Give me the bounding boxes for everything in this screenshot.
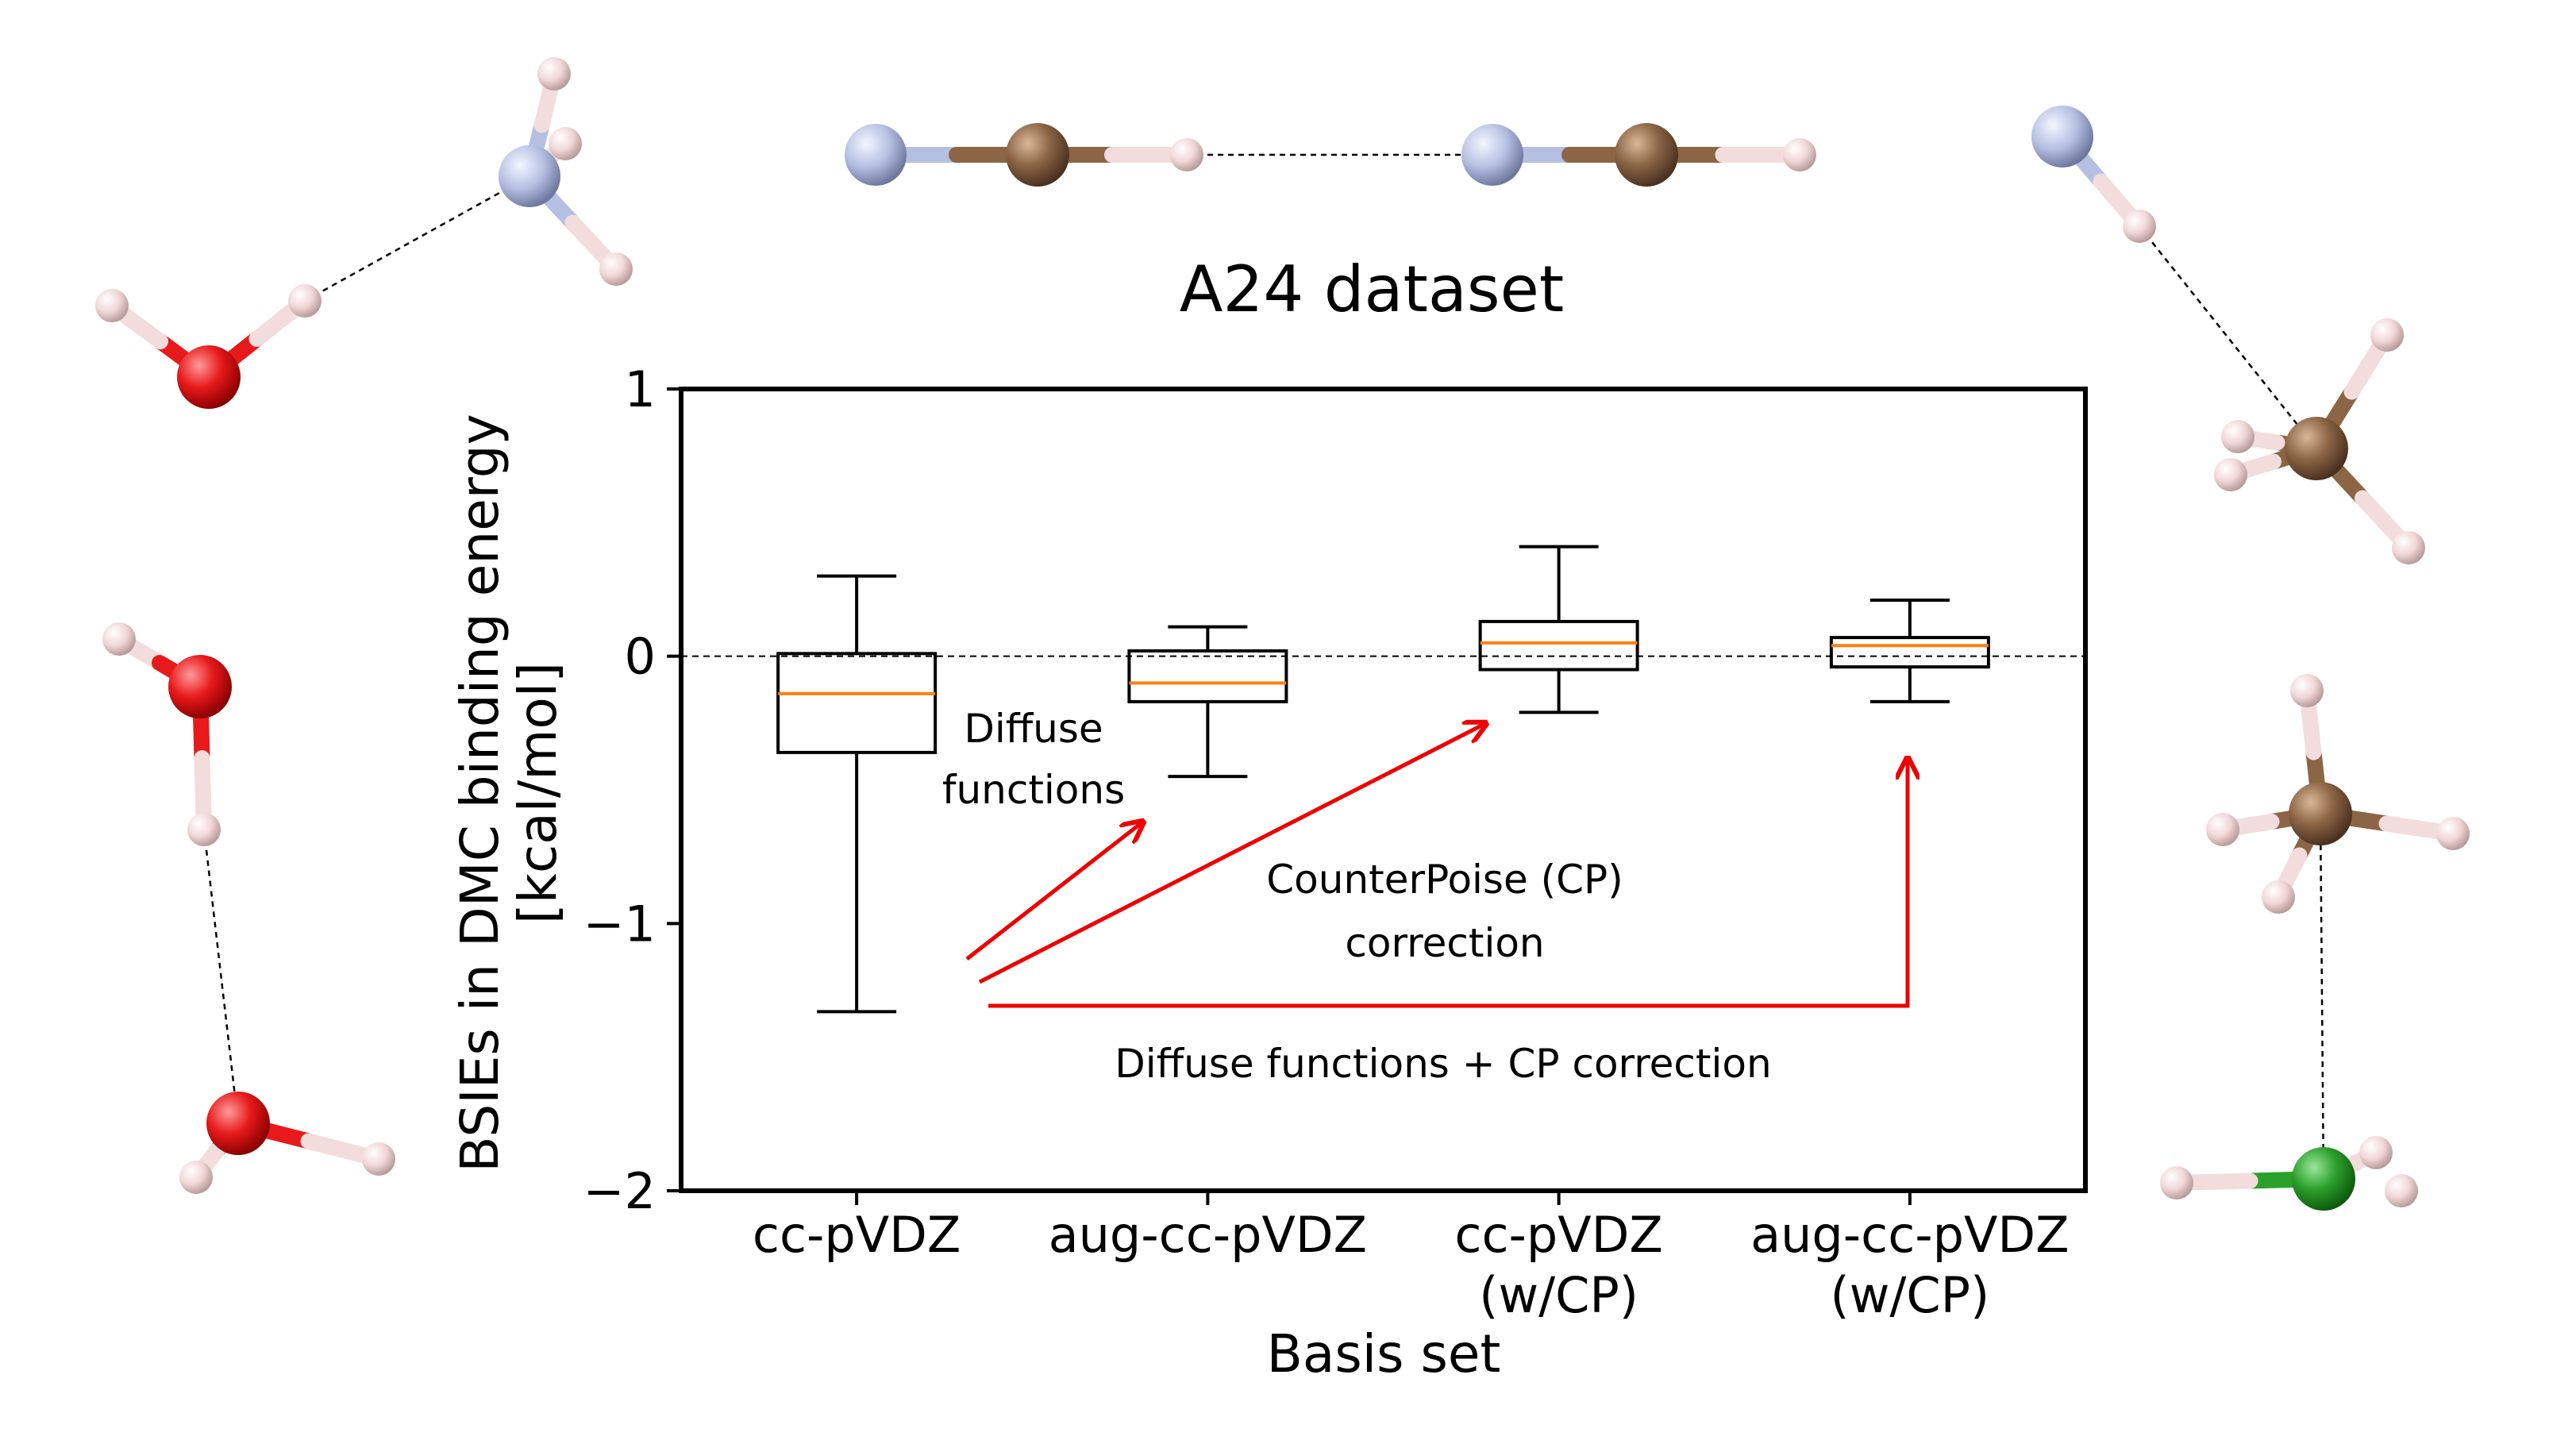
molecule-methane-hcl bbox=[2160, 674, 2470, 1211]
y-tick-label: 1 bbox=[625, 360, 656, 418]
x-tick-label: aug-cc-pVDZ bbox=[1049, 1206, 1368, 1264]
hydrogen-atom bbox=[1170, 138, 1203, 171]
y-tick-label: −1 bbox=[583, 895, 656, 953]
carbon-atom bbox=[2285, 417, 2348, 480]
hydrogen-atom bbox=[2221, 420, 2254, 453]
iqr-box bbox=[1127, 649, 1288, 703]
molecule-water-ammonia bbox=[95, 57, 633, 409]
hydrogen-atom bbox=[102, 622, 136, 656]
hydrogen-atom bbox=[362, 1142, 395, 1176]
annotation-diffuse-line-1: Diffuse bbox=[964, 706, 1103, 752]
arrow-diffuse-cp bbox=[988, 758, 1908, 1008]
hydrogen-bond-line bbox=[304, 175, 530, 302]
hydrogen-bond-line bbox=[2139, 225, 2317, 449]
hydrogen-atom bbox=[2392, 531, 2425, 564]
arrow-diffuse bbox=[965, 822, 1143, 961]
hydrogen-atom bbox=[2262, 880, 2295, 914]
annotation-arrows bbox=[965, 723, 1908, 1008]
hydrogen-atom bbox=[2290, 674, 2324, 707]
plot-frame bbox=[679, 387, 2088, 1193]
y-tick-label: −2 bbox=[583, 1162, 656, 1220]
hydrogen-atom bbox=[2436, 817, 2470, 850]
iqr-box bbox=[1478, 619, 1639, 672]
oxygen-atom bbox=[206, 1092, 270, 1155]
hydrogen-atom bbox=[2359, 1136, 2393, 1169]
x-tick-label: aug-cc-pVDZ bbox=[1750, 1206, 2070, 1264]
molecule-hcn-dimer bbox=[845, 123, 1816, 187]
carbon-atom bbox=[1006, 123, 1069, 187]
box-1 bbox=[776, 574, 938, 1014]
x-tick-label: cc-pVDZ bbox=[1454, 1206, 1663, 1264]
hydrogen-bond-line bbox=[202, 829, 240, 1124]
chlorine-atom bbox=[2292, 1147, 2355, 1211]
annotation-diffuse-cp: Diffuse functions + CP correction bbox=[1115, 1041, 1771, 1087]
carbon-atom bbox=[2289, 782, 2352, 845]
hydrogen-atom bbox=[549, 127, 582, 160]
box-2 bbox=[1127, 625, 1288, 779]
chart-title: A24 dataset bbox=[1180, 252, 1564, 326]
x-axis-label: Basis set bbox=[1267, 1323, 1501, 1384]
y-tick-label: 0 bbox=[625, 628, 656, 686]
x-tick-label: (w/CP) bbox=[1479, 1266, 1638, 1324]
iqr-box bbox=[776, 652, 938, 754]
hydrogen-atom bbox=[2160, 1166, 2193, 1199]
arrow-cp bbox=[978, 723, 1486, 984]
hydrogen-atom bbox=[2214, 458, 2247, 491]
y-axis-label-line-1: BSIEs in DMC binding energy bbox=[449, 414, 510, 1173]
nitrogen-atom bbox=[499, 145, 560, 207]
nitrogen-atom bbox=[2031, 106, 2093, 168]
box-3 bbox=[1478, 545, 1639, 714]
hydrogen-atom bbox=[537, 57, 571, 90]
hydrogen-bond-line bbox=[2319, 813, 2325, 1180]
annotation-cp-line-2: correction bbox=[1345, 920, 1544, 966]
hydrogen-atom bbox=[2370, 318, 2404, 352]
hydrogen-atom bbox=[95, 289, 129, 322]
hydrogen-atom bbox=[187, 813, 221, 846]
hydrogen-atom bbox=[288, 284, 322, 318]
box-4 bbox=[1829, 598, 1990, 703]
carbon-atom bbox=[1615, 123, 1678, 187]
hydrogen-atom bbox=[2123, 210, 2156, 243]
hydrogen-atom bbox=[2206, 813, 2239, 846]
nitrogen-atom bbox=[1461, 124, 1523, 186]
hydrogen-atom bbox=[2385, 1174, 2418, 1207]
annotation-cp-line-1: CounterPoise (CP) bbox=[1266, 857, 1623, 903]
x-tick-label: cc-pVDZ bbox=[753, 1206, 961, 1264]
nitrogen-atom bbox=[845, 124, 907, 186]
y-axis-label-line-2: [kcal/mol] bbox=[507, 662, 568, 924]
oxygen-atom bbox=[177, 345, 241, 409]
x-tick-label: (w/CP) bbox=[1831, 1266, 1990, 1324]
hydrogen-atom bbox=[599, 252, 633, 286]
hydrogen-atom bbox=[1783, 138, 1816, 171]
hydrogen-atom bbox=[179, 1161, 213, 1194]
molecule-ammonia-methane bbox=[2031, 106, 2425, 564]
molecule-water-dimer bbox=[102, 622, 395, 1194]
annotation-diffuse-line-2: functions bbox=[942, 767, 1125, 813]
iqr-box bbox=[1829, 636, 1990, 669]
oxygen-atom bbox=[168, 655, 232, 718]
